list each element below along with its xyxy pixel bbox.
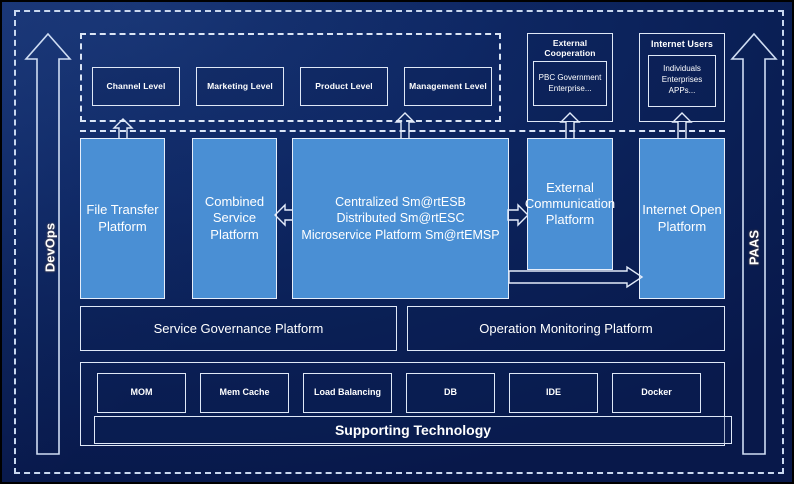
internet-users-box[interactable]: Internet Users Individuals Enterprises A… — [639, 33, 725, 122]
management-label-service-governance: Service Governance Platform — [153, 320, 324, 336]
level-label-product: Product Level — [315, 81, 373, 92]
platform-box-combined-service[interactable]: Combined Service Platform — [192, 138, 277, 299]
internet-users-detail-box: Individuals Enterprises APPs... — [648, 54, 716, 107]
external-cooperation-detail: PBC Government Enterprise... — [538, 72, 602, 93]
level-label-management: Management Level — [409, 81, 487, 92]
tech-box-mem-cache[interactable]: Mem Cache — [200, 373, 289, 413]
esb-line-2: Distributed Sm@rtESC — [336, 211, 465, 226]
paas-arrow — [730, 32, 778, 456]
outer-dashed-frame — [14, 10, 784, 474]
external-cooperation-detail-box: PBC Government Enterprise... — [533, 61, 607, 107]
tech-label-mem-cache: Mem Cache — [219, 387, 270, 398]
level-label-channel: Channel Level — [106, 81, 166, 92]
internet-users-detail: Individuals Enterprises APPs... — [661, 64, 703, 95]
tech-box-load-balancing[interactable]: Load Balancing — [303, 373, 392, 413]
devops-arrow-label: DevOps — [42, 222, 58, 273]
platform-label-file-transfer: File Transfer Platform — [86, 202, 159, 234]
supporting-technology-label: Supporting Technology — [334, 421, 492, 438]
layer-separator-dashed — [80, 130, 725, 132]
platform-box-internet-open[interactable]: Internet Open Platform — [639, 138, 725, 299]
tech-box-docker[interactable]: Docker — [612, 373, 701, 413]
platform-label-external-communication: External Communication Platform — [524, 179, 616, 228]
level-box-marketing[interactable]: Marketing Level — [196, 67, 284, 106]
technology-layer-panel — [80, 362, 725, 446]
arrow-esb-to-external-communication — [507, 202, 529, 233]
platform-box-esb[interactable]: Centralized Sm@rtESB Distributed Sm@rtES… — [292, 138, 509, 299]
management-label-operation-monitoring: Operation Monitoring Platform — [479, 320, 653, 336]
tech-label-load-balancing: Load Balancing — [313, 387, 381, 398]
tech-box-db[interactable]: DB — [406, 373, 495, 413]
tech-label-db: DB — [444, 387, 457, 398]
esb-line-3: Microservice Platform Sm@rtEMSP — [301, 227, 500, 242]
esb-line-1: Centralized Sm@rtESB — [335, 195, 466, 210]
level-box-management[interactable]: Management Level — [404, 67, 492, 106]
arrow-esb-to-internet-open — [508, 265, 644, 296]
platform-label-combined-service: Combined Service Platform — [204, 194, 265, 242]
supporting-technology-bar[interactable]: Supporting Technology — [94, 416, 732, 444]
level-box-product[interactable]: Product Level — [300, 67, 388, 106]
tech-label-docker: Docker — [641, 387, 672, 398]
internet-users-title: Internet Users — [651, 39, 713, 49]
consumer-levels-group — [80, 33, 501, 122]
external-cooperation-box[interactable]: External Cooperation PBC Government Ente… — [527, 33, 613, 122]
tech-label-ide: IDE — [545, 387, 561, 398]
platform-box-external-communication[interactable]: External Communication Platform — [524, 138, 616, 270]
devops-arrow — [24, 32, 72, 456]
external-cooperation-title: External Cooperation — [544, 38, 596, 59]
platform-box-file-transfer[interactable]: File Transfer Platform — [80, 138, 165, 299]
management-box-service-governance[interactable]: Service Governance Platform — [80, 306, 397, 351]
tech-label-mom: MOM — [130, 387, 153, 398]
management-box-operation-monitoring[interactable]: Operation Monitoring Platform — [407, 306, 725, 351]
level-label-marketing: Marketing Level — [207, 81, 273, 92]
tech-box-ide[interactable]: IDE — [509, 373, 598, 413]
tech-box-mom[interactable]: MOM — [97, 373, 186, 413]
paas-arrow-label: PAAS — [746, 229, 762, 266]
platform-label-internet-open: Internet Open Platform — [642, 202, 722, 234]
level-box-channel[interactable]: Channel Level — [92, 67, 180, 106]
